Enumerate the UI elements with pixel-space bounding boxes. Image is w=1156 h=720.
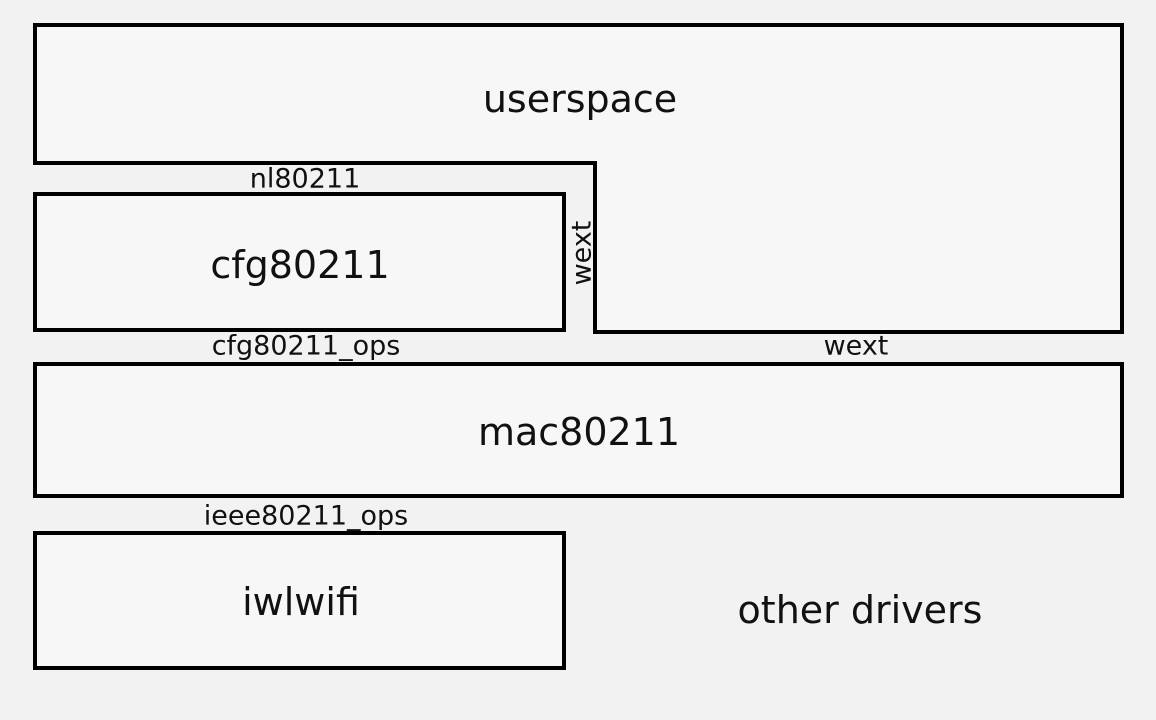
mac80211-box (33, 362, 1124, 498)
cfg80211-ops-interface-label: cfg80211_ops (211, 330, 401, 362)
userspace-label: userspace (482, 77, 678, 121)
other-drivers-label: other drivers (737, 588, 983, 632)
userspace-box (33, 23, 1124, 334)
cfg80211-box (33, 192, 566, 332)
ieee80211-ops-interface-label: ieee80211_ops (203, 500, 409, 532)
wext-vertical-interface-label: wext (566, 220, 598, 286)
iwlwifi-label: iwlwifi (242, 580, 360, 624)
cfg80211-label: cfg80211 (210, 243, 390, 287)
wext-interface-label: wext (823, 330, 889, 362)
iwlwifi-box (33, 531, 566, 670)
nl80211-interface-label: nl80211 (249, 163, 361, 195)
mac80211-label: mac80211 (477, 410, 681, 454)
